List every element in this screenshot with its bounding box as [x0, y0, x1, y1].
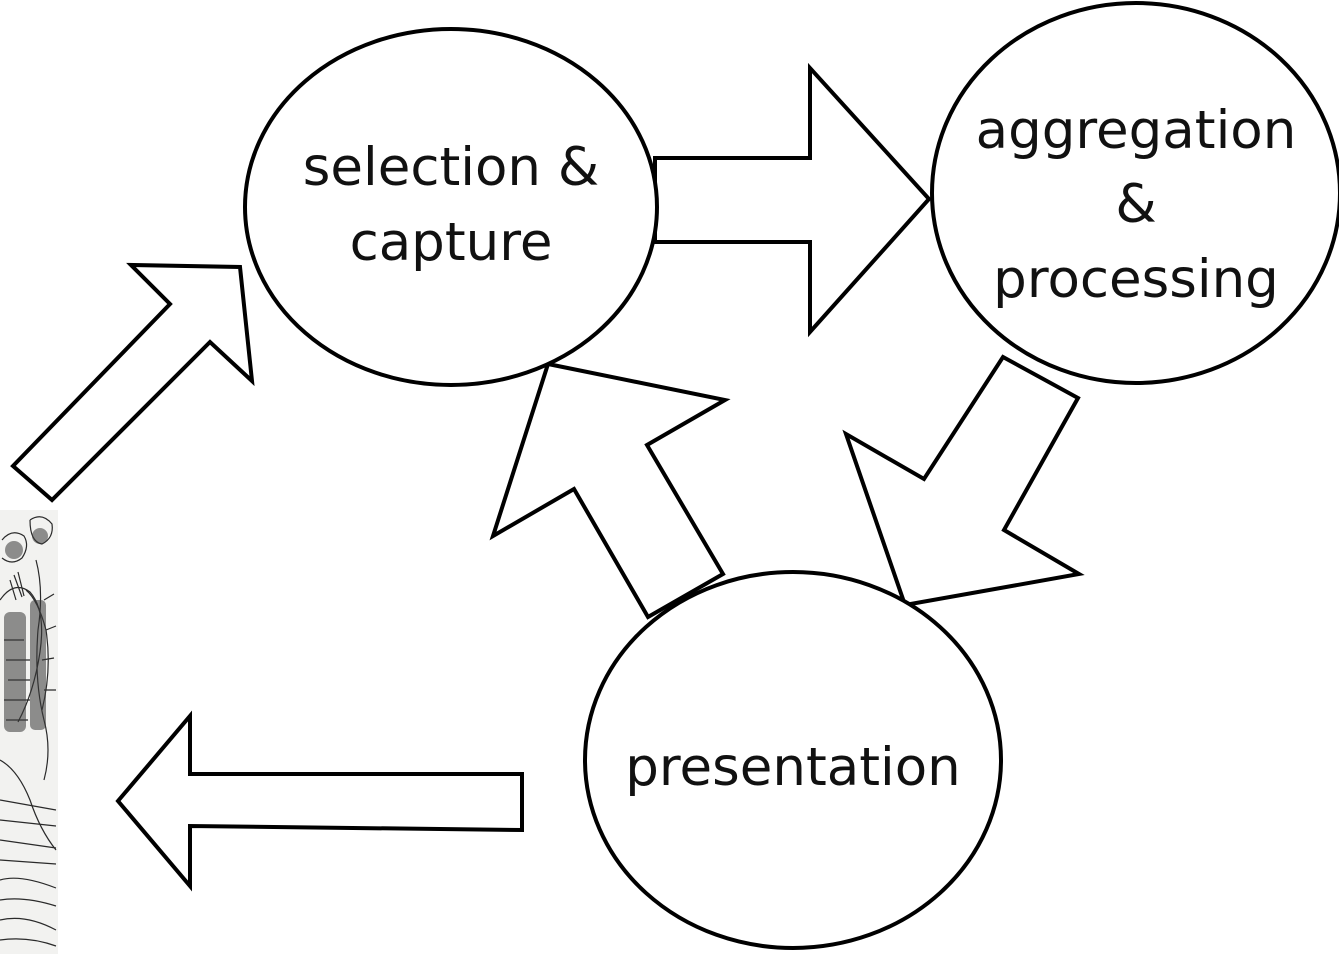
arrow-aggregation-to-presentation [842, 354, 1085, 608]
node-presentation: presentation [583, 570, 1003, 950]
node-selection-capture: selection & capture [243, 27, 659, 387]
node-label-line: selection & [303, 137, 599, 198]
node-label-line: capture [350, 212, 553, 273]
node-aggregation-processing: aggregation & processing [930, 1, 1339, 385]
node-label-line: aggregation [976, 100, 1297, 161]
node-label-line: presentation [625, 737, 960, 798]
arrow-illustration-to-selection [10, 262, 255, 503]
node-label-line: & [1115, 174, 1156, 235]
arrow-presentation-to-illustration [115, 710, 524, 892]
engraving-illustration [0, 510, 58, 954]
arrow-presentation-to-selection [489, 361, 731, 620]
node-label-line: processing [993, 249, 1279, 310]
arrow-selection-to-aggregation [653, 62, 932, 338]
